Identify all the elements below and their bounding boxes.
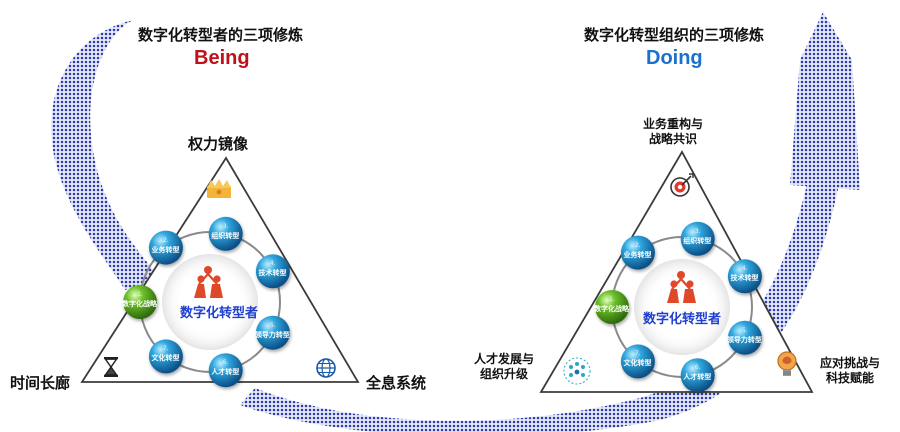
left-top-label: 权力镜像 [188, 135, 249, 153]
left-heading: 数字化转型者的三项修炼 [138, 26, 304, 44]
people-icon-left [194, 266, 223, 298]
left-right-label: 全息系统 [366, 374, 427, 392]
right-top-label: 业务重构与 战略共识 [643, 117, 703, 147]
node-group-left [123, 216, 290, 388]
right-left-label-line2: 组织升级 [480, 367, 529, 381]
right-node-4 [727, 259, 762, 294]
right-right-label-line2: 科技赋能 [826, 371, 875, 385]
hourglass-icon [104, 357, 118, 377]
right-left-label-line1: 人才发展与 [474, 352, 535, 366]
swoosh-arrow-head [790, 12, 860, 190]
right-left-label: 人才发展与 组织升级 [474, 352, 534, 382]
left-node-3 [208, 216, 243, 251]
right-right-label-line1: 应对挑战与 [820, 356, 881, 370]
right-center-title: 数字化转型者 [643, 312, 722, 327]
right-top-label-line2: 战略共识 [649, 132, 698, 146]
left-node-2 [148, 230, 183, 265]
right-node-6 [680, 358, 715, 393]
swoosh-arrow-left-band [51, 20, 160, 290]
right-node-5 [727, 320, 762, 355]
left-accent-word: Being [194, 47, 250, 69]
right-halo [634, 259, 730, 355]
right-node-7 [620, 344, 655, 379]
right-node-1 [595, 290, 629, 324]
people-network-icon [563, 357, 591, 385]
right-top-label-line1: 业务重构与 [643, 117, 704, 131]
swoosh-arrow-bottom-band [240, 180, 840, 432]
swoosh-arrow [51, 12, 860, 432]
left-left-label: 时间长廊 [10, 374, 71, 392]
node-group-right [595, 221, 762, 393]
right-right-label: 应对挑战与 科技赋能 [820, 356, 880, 386]
right-heading: 数字化转型组织的三项修炼 [584, 26, 765, 44]
left-node-1 [123, 285, 157, 319]
left-center-title: 数字化转型者 [180, 306, 259, 321]
lightbulb-brain-icon [777, 351, 797, 376]
globe-icon [316, 358, 336, 378]
people-icon-right [667, 271, 696, 303]
left-node-5 [255, 315, 290, 350]
right-node-3 [680, 221, 715, 256]
right-accent-word: Doing [646, 47, 703, 69]
left-halo [162, 254, 258, 350]
target-icon [670, 173, 694, 197]
left-node-7 [148, 339, 183, 374]
left-node-6 [208, 353, 243, 388]
right-node-2 [620, 235, 655, 270]
crown-icon [207, 179, 231, 198]
left-node-4 [255, 254, 290, 289]
